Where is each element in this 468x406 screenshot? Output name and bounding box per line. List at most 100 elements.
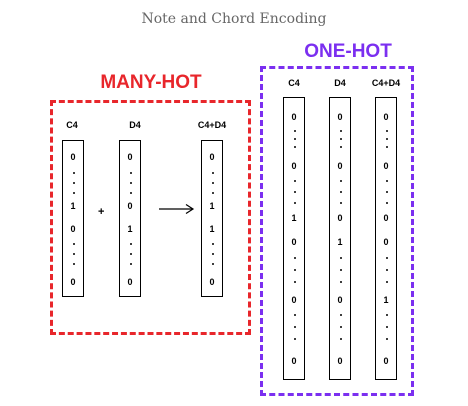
many-hot-header-c4: C4 [66,120,78,130]
ellipsis-dot [130,243,132,245]
vector-cell: 0 [291,295,297,305]
ellipsis-dot [294,138,296,140]
ellipsis-dot [340,202,342,204]
ellipsis-dot [386,338,388,340]
ellipsis-dot [340,138,342,140]
vector-cell: 1 [383,295,389,305]
ellipsis-dot [73,192,75,194]
vector-cell: 1 [337,237,343,247]
ellipsis-dot [73,172,75,174]
vector-cell: 0 [383,213,389,223]
ellipsis-dot [130,192,132,194]
ellipsis-dot [212,172,214,174]
ellipsis-dot [294,338,296,340]
ellipsis-dot [386,257,388,259]
vector-cell: 0 [337,161,343,171]
vector-cell: 1 [127,224,133,234]
ellipsis-dot [294,314,296,316]
ellipsis-dot [386,202,388,204]
one-hot-header-c4d4: C4+D4 [371,78,401,88]
page-title: Note and Chord Encoding [141,11,327,27]
ellipsis-dot [212,243,214,245]
ellipsis-dot [130,263,132,265]
ellipsis-dot [386,326,388,328]
ellipsis-dot [386,281,388,283]
ellipsis-dot [212,182,214,184]
ellipsis-dot [340,180,342,182]
one-hot-heading: ONE-HOT [304,41,392,62]
ellipsis-dot [130,172,132,174]
vector-cell: 0 [337,295,343,305]
ellipsis-dot [73,253,75,255]
vector-cell: 0 [291,237,297,247]
ellipsis-dot [212,253,214,255]
plus-operator: + [98,206,105,218]
ellipsis-dot [294,326,296,328]
vector-cell: 0 [209,277,215,287]
one-hot-vector-c4d4: 0 0 0 0 1 0 [375,97,397,380]
one-hot-header-c4: C4 [288,78,300,88]
ellipsis-dot [212,263,214,265]
many-hot-header-c4d4: C4+D4 [197,120,227,130]
vector-cell: 0 [383,161,389,171]
ellipsis-dot [386,191,388,193]
ellipsis-dot [386,138,388,140]
ellipsis-dot [130,182,132,184]
vector-cell: 0 [209,152,215,162]
vector-cell: 0 [70,224,76,234]
many-hot-box [50,100,251,335]
many-hot-vector-c4: 0 1 0 0 [62,140,84,297]
vector-cell: 0 [383,237,389,247]
ellipsis-dot [340,314,342,316]
vector-cell: 0 [337,356,343,366]
ellipsis-dot [386,146,388,148]
vector-cell: 0 [127,201,133,211]
many-hot-header-d4: D4 [129,120,141,130]
vector-cell: 1 [209,201,215,211]
ellipsis-dot [386,314,388,316]
vector-cell: 1 [70,201,76,211]
ellipsis-dot [340,146,342,148]
vector-cell: 0 [337,112,343,122]
ellipsis-dot [340,326,342,328]
ellipsis-dot [340,191,342,193]
ellipsis-dot [386,180,388,182]
ellipsis-dot [73,182,75,184]
ellipsis-dot [340,281,342,283]
vector-cell: 0 [291,356,297,366]
ellipsis-dot [294,146,296,148]
ellipsis-dot [340,338,342,340]
one-hot-vector-c4: 0 0 1 0 0 0 [283,97,305,380]
ellipsis-dot [294,202,296,204]
vector-cell: 0 [383,356,389,366]
ellipsis-dot [294,130,296,132]
vector-cell: 0 [337,213,343,223]
vector-cell: 1 [291,213,297,223]
ellipsis-dot [294,180,296,182]
ellipsis-dot [294,191,296,193]
one-hot-box [260,66,414,396]
vector-cell: 0 [383,112,389,122]
one-hot-header-d4: D4 [334,78,346,88]
many-hot-heading: MANY-HOT [100,72,202,93]
vector-cell: 1 [209,224,215,234]
vector-cell: 0 [70,152,76,162]
ellipsis-dot [340,269,342,271]
ellipsis-dot [212,192,214,194]
ellipsis-dot [294,257,296,259]
vector-cell: 0 [127,152,133,162]
one-hot-vector-d4: 0 0 0 1 0 0 [329,97,351,380]
ellipsis-dot [386,269,388,271]
ellipsis-dot [340,257,342,259]
ellipsis-dot [294,281,296,283]
many-hot-vector-d4: 0 0 1 0 [119,140,141,297]
ellipsis-dot [294,269,296,271]
vector-cell: 0 [127,277,133,287]
ellipsis-dot [130,253,132,255]
arrow-right-icon [159,203,195,215]
ellipsis-dot [73,263,75,265]
ellipsis-dot [73,243,75,245]
many-hot-vector-c4d4: 0 1 1 0 [201,140,223,297]
ellipsis-dot [386,130,388,132]
vector-cell: 0 [291,161,297,171]
